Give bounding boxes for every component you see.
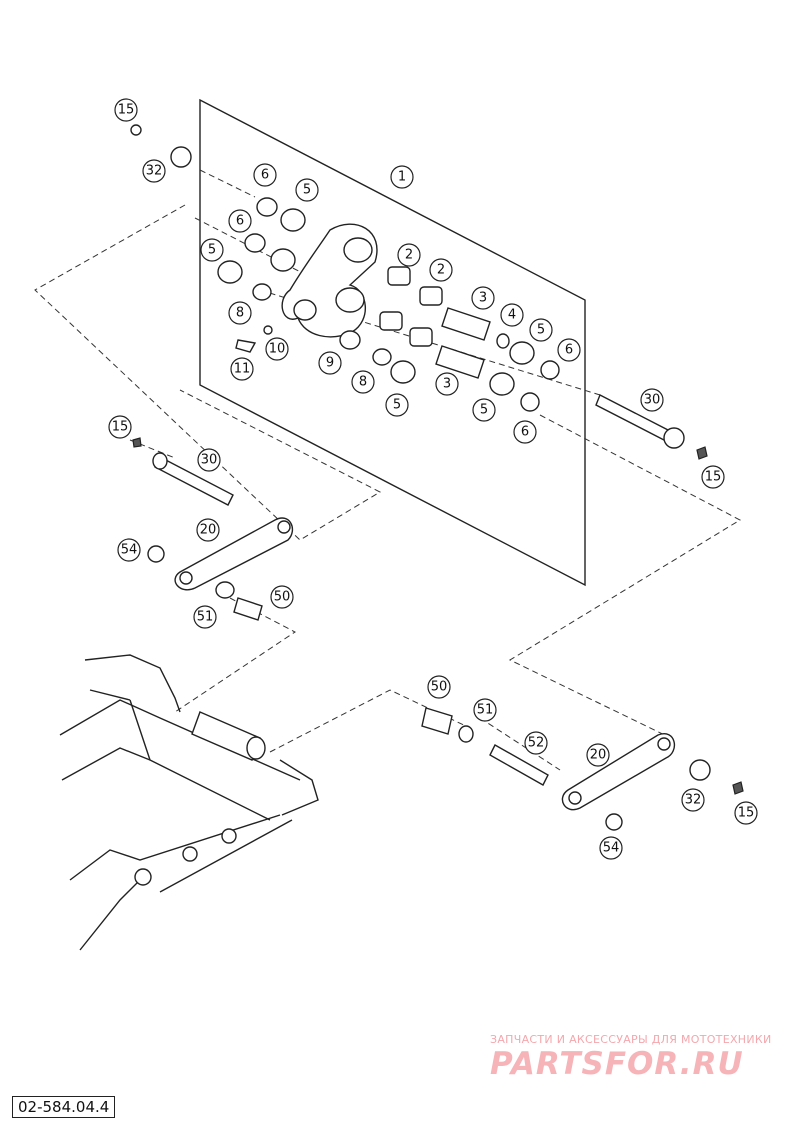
callout-3: 3 <box>471 286 495 310</box>
svg-text:8: 8 <box>359 375 367 390</box>
svg-text:5: 5 <box>208 243 216 258</box>
rocker-arm <box>281 223 378 338</box>
bolts <box>132 394 708 506</box>
callout-4: 4 <box>500 303 524 327</box>
diagram-code: 02-584.04.4 <box>12 1096 116 1118</box>
callout-32: 32 <box>142 159 166 183</box>
callout-8: 8 <box>351 370 375 394</box>
callout-30: 30 <box>197 448 221 472</box>
link-upper <box>147 517 293 621</box>
svg-text:6: 6 <box>236 214 244 229</box>
watermark-logo: PARTSFOR.RU <box>490 1046 744 1082</box>
svg-text:11: 11 <box>234 362 251 377</box>
assembly-outline <box>199 98 586 587</box>
svg-text:9: 9 <box>326 356 334 371</box>
callout-6: 6 <box>253 163 277 187</box>
svg-text:10: 10 <box>269 342 286 357</box>
watermark-caption: ЗАПЧАСТИ И АКСЕССУАРЫ ДЛЯ МОТОТЕХНИКИ <box>490 1033 772 1046</box>
callout-10: 10 <box>265 337 289 361</box>
svg-text:51: 51 <box>477 703 494 718</box>
callout-2: 2 <box>429 258 453 282</box>
callout-5: 5 <box>295 178 319 202</box>
callout-50: 50 <box>270 585 294 609</box>
callout-54: 54 <box>117 538 141 562</box>
svg-text:54: 54 <box>603 841 620 856</box>
svg-text:15: 15 <box>738 806 755 821</box>
callout-2: 2 <box>397 243 421 267</box>
callout-5: 5 <box>529 318 553 342</box>
callout-54: 54 <box>599 836 623 860</box>
svg-text:50: 50 <box>431 680 448 695</box>
callout-20: 20 <box>586 743 610 767</box>
svg-text:15: 15 <box>705 470 722 485</box>
svg-text:32: 32 <box>685 793 702 808</box>
svg-text:5: 5 <box>537 323 545 338</box>
callout-51: 51 <box>193 605 217 629</box>
small-parts <box>130 124 560 412</box>
svg-text:5: 5 <box>393 398 401 413</box>
callout-6: 6 <box>557 338 581 362</box>
svg-text:20: 20 <box>590 748 607 763</box>
link-lower <box>421 707 744 831</box>
svg-text:3: 3 <box>443 377 451 392</box>
callout-20: 20 <box>196 518 220 542</box>
callout-5: 5 <box>200 238 224 262</box>
svg-text:2: 2 <box>405 248 413 263</box>
svg-text:15: 15 <box>118 103 135 118</box>
callout-1: 1 <box>390 165 414 189</box>
callout-8: 8 <box>228 301 252 325</box>
callout-50: 50 <box>427 675 451 699</box>
svg-text:8: 8 <box>236 306 244 321</box>
svg-text:50: 50 <box>274 590 291 605</box>
svg-text:51: 51 <box>197 610 214 625</box>
callout-6: 6 <box>513 420 537 444</box>
leader-dashes <box>34 169 742 771</box>
callout-9: 9 <box>318 351 342 375</box>
swingarm-frame <box>59 654 319 951</box>
callout-30: 30 <box>640 388 664 412</box>
svg-text:3: 3 <box>479 291 487 306</box>
svg-text:6: 6 <box>565 343 573 358</box>
svg-text:5: 5 <box>303 183 311 198</box>
svg-text:54: 54 <box>121 543 138 558</box>
svg-text:5: 5 <box>480 403 488 418</box>
svg-text:4: 4 <box>508 308 516 323</box>
callout-11: 11 <box>230 357 254 381</box>
svg-text:15: 15 <box>112 420 129 435</box>
callout-6: 6 <box>228 209 252 233</box>
callout-15: 15 <box>734 801 758 825</box>
svg-text:20: 20 <box>200 523 217 538</box>
callout-32: 32 <box>681 788 705 812</box>
callout-15: 15 <box>701 465 725 489</box>
svg-text:30: 30 <box>201 453 218 468</box>
callout-15: 15 <box>108 415 132 439</box>
svg-text:52: 52 <box>528 736 545 751</box>
callout-52: 52 <box>524 731 548 755</box>
svg-text:2: 2 <box>437 263 445 278</box>
callout-3: 3 <box>435 372 459 396</box>
svg-text:30: 30 <box>644 393 661 408</box>
svg-text:6: 6 <box>261 168 269 183</box>
callout-51: 51 <box>473 698 497 722</box>
svg-text:32: 32 <box>146 164 163 179</box>
callout-5: 5 <box>472 398 496 422</box>
svg-text:1: 1 <box>398 170 406 185</box>
svg-text:6: 6 <box>521 425 529 440</box>
callout-15: 15 <box>114 98 138 122</box>
callout-5: 5 <box>385 393 409 417</box>
